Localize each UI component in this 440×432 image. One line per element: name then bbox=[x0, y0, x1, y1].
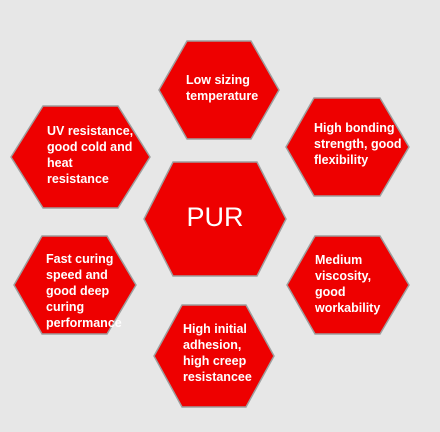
property-label-bottom-right: Medium viscosity, good workability bbox=[315, 253, 381, 315]
property-label-top: Low sizing temperature bbox=[186, 73, 259, 103]
hexagon-top-right bbox=[285, 97, 410, 197]
property-label-bottom-left: Fast curing speed and good deep curing p… bbox=[46, 252, 122, 330]
hexagon-bottom-left bbox=[13, 235, 137, 335]
property-label-top-right: High bonding strength, good flexibility bbox=[314, 121, 402, 167]
hexagon-top bbox=[158, 40, 280, 140]
center-label-pur: PUR bbox=[186, 202, 244, 232]
property-label-top-left: UV resistance, good cold and heat resist… bbox=[47, 124, 134, 186]
property-label-bottom: High initial adhesion, high creep resist… bbox=[183, 322, 252, 384]
hexagon-top-left bbox=[10, 105, 151, 209]
hexagon-center bbox=[143, 161, 287, 277]
hexagon-bottom-right bbox=[286, 235, 410, 335]
hexagon-bottom bbox=[153, 304, 275, 408]
